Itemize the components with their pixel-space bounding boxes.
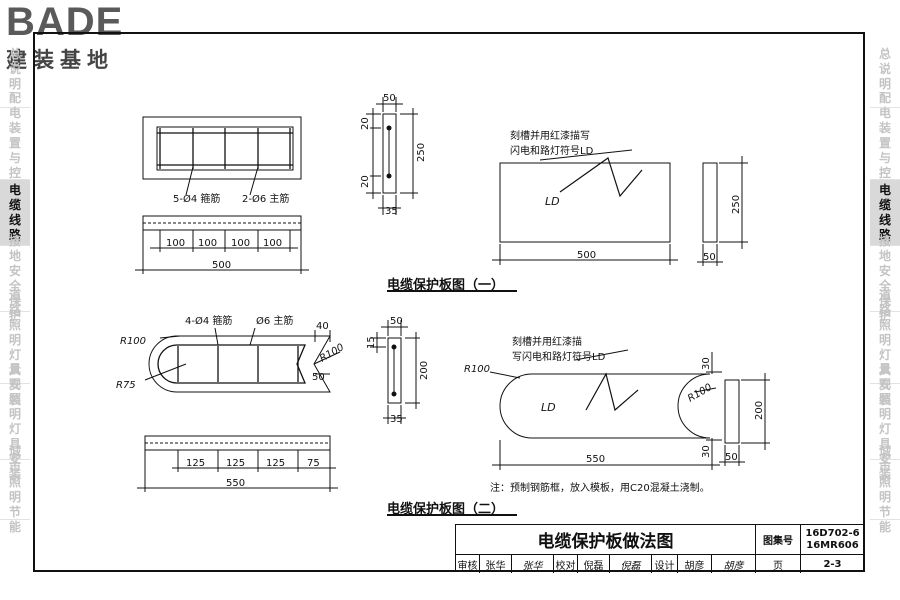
- fig1-section-dim-35: 35: [385, 206, 398, 217]
- fig2-engrave-note-1: 刻槽并用红漆描: [512, 335, 582, 348]
- fig1-engrave-note-2: 闪电和路灯符号LD: [510, 144, 594, 157]
- fig1-dim-3: 100: [231, 238, 250, 249]
- left-nav-tab-0[interactable]: 总说明: [0, 32, 30, 108]
- designer-signature: 胡彦: [712, 555, 756, 573]
- drawing-frame: [33, 32, 865, 572]
- atlas-number: 16D702-6 16MR606: [801, 525, 864, 555]
- fig1-cage-plan: [135, 116, 309, 274]
- logo: BADE 建装基地: [6, 2, 156, 74]
- logo-main-text: BADE: [6, 0, 124, 44]
- review-label: 审核: [456, 555, 480, 573]
- fig1-plate: [492, 149, 748, 266]
- title-block: 电缆保护板做法图 图集号 16D702-6 16MR606 审核 张华 张华 校…: [455, 524, 865, 573]
- right-nav-tab-2[interactable]: 电缆线路: [870, 180, 900, 246]
- design-label: 设计: [652, 555, 678, 573]
- sidebar-right: 总说明配电装置与控制电缆线路接地安全保护道路照明灯具安装景观照明灯具安装城市照明…: [870, 32, 900, 572]
- fig2-plate-length: 550: [586, 454, 605, 465]
- fig1-caption: 电缆保护板图（一）: [387, 278, 505, 293]
- fig2-r100-plate-right: R100: [686, 382, 714, 405]
- fig2-section-width: 50: [390, 316, 403, 327]
- fig1-plate-height: 250: [731, 195, 742, 214]
- fig1-symbol: LD: [545, 195, 560, 208]
- fig2-end-dim-top: 30: [701, 357, 712, 370]
- left-nav-tab-2[interactable]: 电缆线路: [0, 180, 30, 246]
- page-label: 页: [756, 555, 801, 573]
- fig1-section-height: 250: [416, 143, 427, 162]
- fig2-section: [370, 320, 420, 424]
- fig2-dim-40: 40: [316, 321, 329, 332]
- checker-signature: 倪磊: [610, 555, 652, 573]
- fig1-plate-thickness: 50: [703, 252, 716, 263]
- fig2-plate-thickness: 50: [725, 452, 738, 463]
- fig1-dim-4: 100: [263, 238, 282, 249]
- fig2-total: 550: [226, 478, 245, 489]
- drawing-title: 电缆保护板做法图: [456, 525, 756, 555]
- fig2-stirrup-label: 4-Ø4 箍筋: [185, 314, 232, 327]
- right-nav-tab-0[interactable]: 总说明: [870, 32, 900, 108]
- fig2-dim-3: 125: [266, 458, 285, 469]
- fig2-section-dim-35: 35: [390, 414, 403, 425]
- page-number: 2-3: [823, 558, 842, 570]
- reviewer-name: 张华: [480, 555, 512, 573]
- fig1-section-width: 50: [383, 93, 396, 104]
- fig2-r100-left: R100: [120, 336, 146, 347]
- fig1-mainbar-label: 2-Ø6 主筋: [242, 192, 289, 205]
- designer-name: 胡彦: [678, 555, 712, 573]
- note-text: 注：预制钢筋框，放入模板，用C20混凝土浇制。: [490, 483, 710, 494]
- atlas-number-2: 16MR606: [806, 539, 859, 551]
- reviewer-signature: 张华: [512, 555, 554, 573]
- fig2-section-dim-top: 15: [366, 336, 377, 349]
- fig1-section-dim-top: 20: [360, 117, 371, 130]
- fig2-plate: [489, 349, 770, 470]
- fig2-section-height: 200: [419, 361, 430, 380]
- logo-sub-text: 建装基地: [6, 48, 114, 72]
- atlas-number-1: 16D702-6: [805, 527, 860, 539]
- fig2-dim-50: 50: [312, 372, 325, 383]
- fig2-r75: R75: [116, 380, 136, 391]
- fig1-plate-length: 500: [577, 250, 596, 261]
- fig2-dim-1: 125: [186, 458, 205, 469]
- fig2-dim-4: 75: [307, 458, 320, 469]
- fig2-plate-height: 200: [754, 401, 765, 420]
- fig2-end-dim-bottom: 30: [701, 445, 712, 458]
- fig1-stirrup-label: 5-Ø4 箍筋: [173, 192, 220, 205]
- sidebar-left: 总说明配电装置与控制电缆线路接地安全保护道路照明灯具安装景观照明灯具安装城市照明…: [0, 32, 30, 572]
- fig2-r100-plate: R100: [464, 364, 490, 375]
- fig2-mainbar-label: Ø6 主筋: [256, 314, 293, 327]
- atlas-label: 图集号: [756, 525, 801, 555]
- fig2-caption: 电缆保护板图（二）: [387, 502, 505, 517]
- fig2-dim-2: 125: [226, 458, 245, 469]
- fig1-engrave-note-1: 刻槽并用红漆描写: [510, 129, 590, 142]
- fig2-cage-plan: [137, 327, 341, 492]
- fig1-total: 500: [212, 260, 231, 271]
- fig1-dim-2: 100: [198, 238, 217, 249]
- fig2-r100-right: R100: [318, 342, 346, 365]
- fig1-section: [366, 97, 418, 215]
- checker-name: 倪磊: [578, 555, 610, 573]
- fig1-section-dim-bottom: 20: [360, 175, 371, 188]
- fig2-symbol: LD: [541, 401, 556, 414]
- fig2-engrave-note-2: 写闪电和路灯符号LD: [512, 350, 606, 363]
- check-label: 校对: [554, 555, 578, 573]
- fig1-dim-1: 100: [166, 238, 185, 249]
